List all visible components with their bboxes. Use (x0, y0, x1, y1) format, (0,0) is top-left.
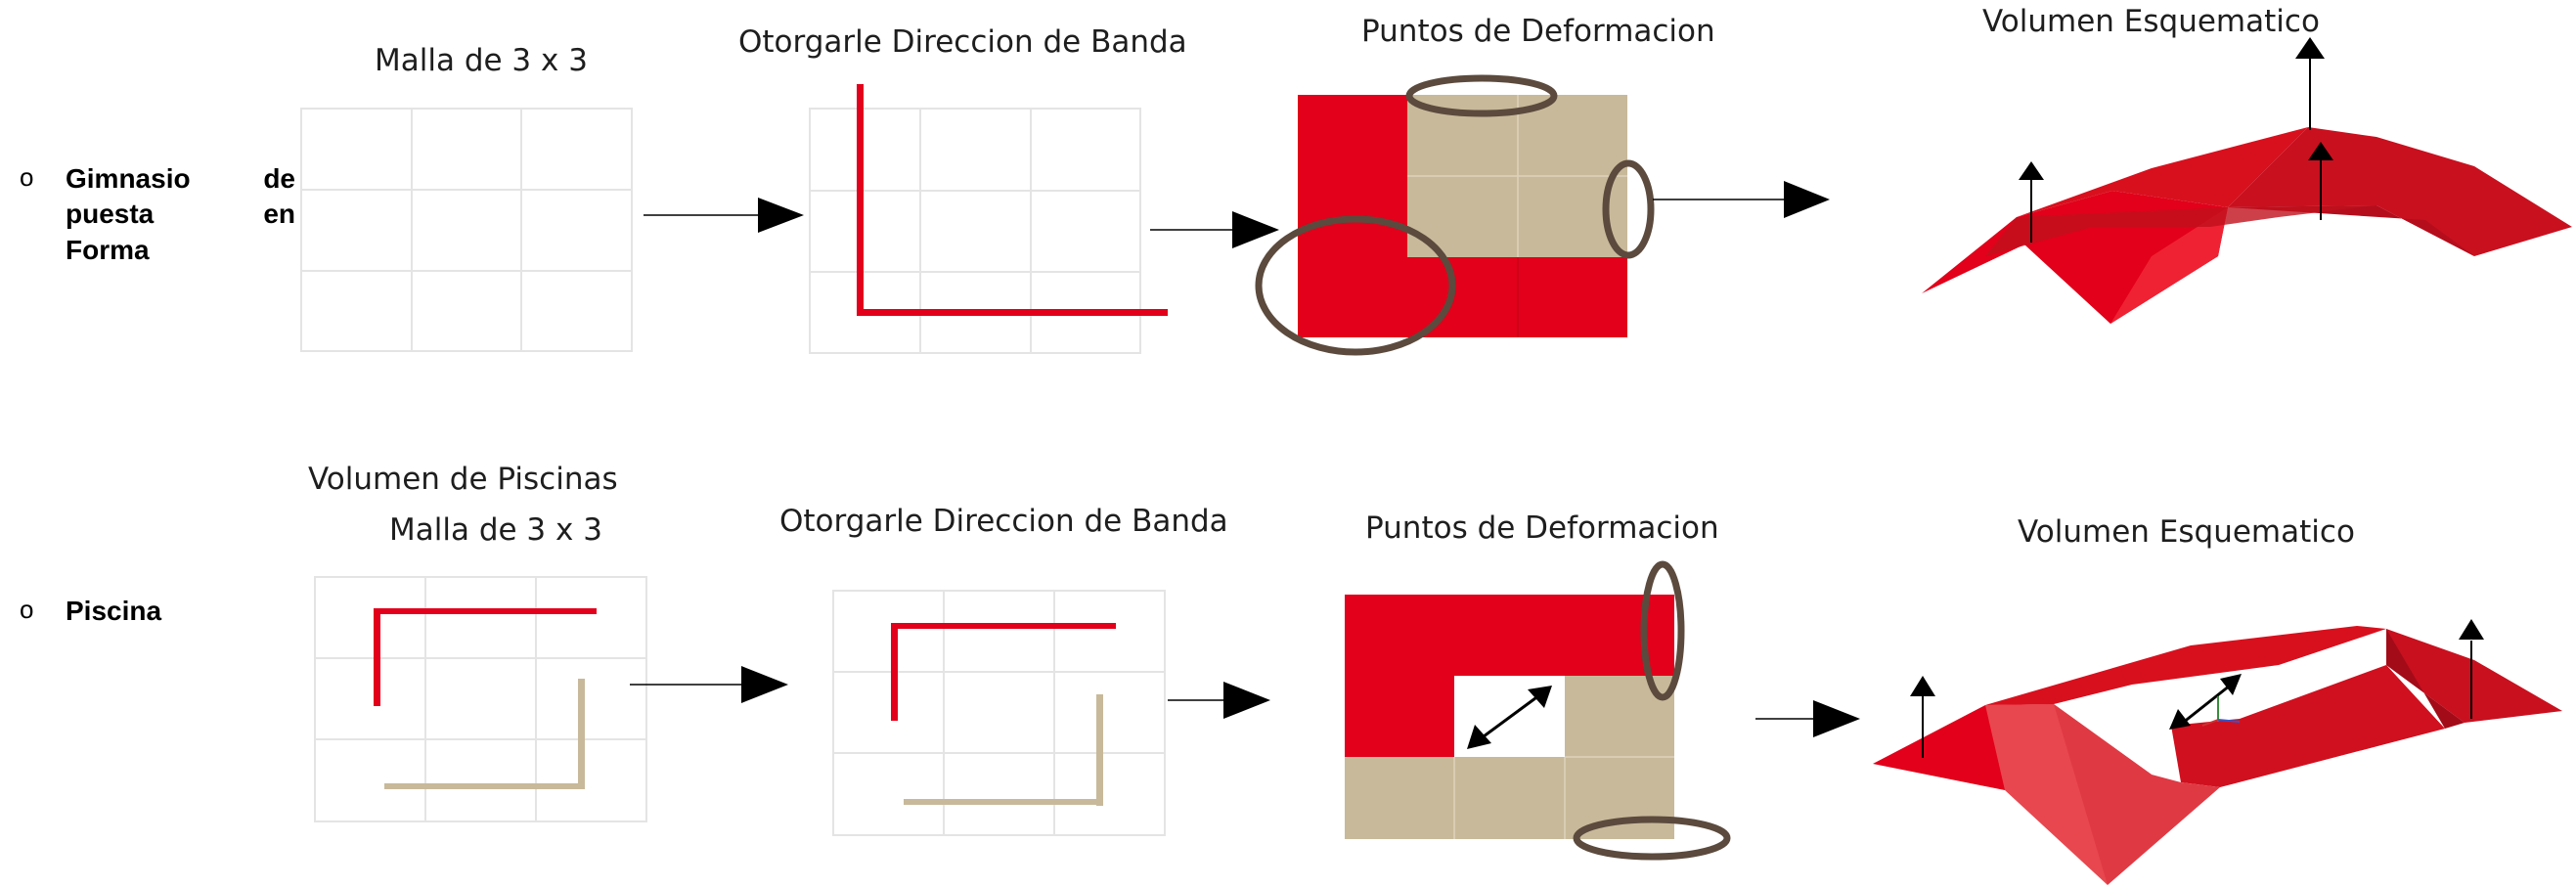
pool-grid (314, 576, 647, 822)
vertical-arrow (1922, 641, 2472, 758)
row-label-word: Gimnasio (66, 163, 191, 194)
caption-pool-volume: Volumen de Piscinas (308, 462, 618, 497)
step-title-deformation: Puntos de Deformacion (1361, 14, 1715, 49)
flow-arrow (1150, 211, 1279, 248)
vertical-arrow (2030, 54, 2322, 243)
row-label-word: de (263, 163, 295, 194)
schematic-volume-pool (1873, 626, 2562, 885)
band-direction-line (857, 84, 1168, 316)
deformation-ring (1573, 560, 1731, 861)
step-title-band: Otorgarle Direccion de Banda (779, 504, 1228, 539)
vertical-arrow-head (2019, 37, 2333, 180)
step-title-grid: Malla de 3 x 3 (375, 43, 588, 78)
bullet-symbol: o (20, 595, 34, 624)
flow-arrow (1168, 682, 1270, 719)
band-direction-red (891, 623, 1116, 721)
row-label-word: en (263, 199, 295, 230)
vertical-arrow-head (1910, 619, 2484, 696)
flow-arrow (644, 198, 804, 233)
row-label-word: Piscina (66, 596, 162, 626)
flow-arrow (1755, 700, 1860, 737)
pool-band-red (374, 608, 597, 706)
step-title-volume: Volumen Esquematico (1982, 4, 2320, 39)
double-arrow (1467, 686, 1552, 749)
band-direction-beige (904, 694, 1103, 806)
schematic-volume-roof (1922, 127, 2572, 324)
double-arrow (2169, 674, 2242, 730)
flow-arrow (630, 666, 788, 703)
row-label-word: Forma (66, 234, 150, 265)
row-label-word: puesta (66, 199, 155, 230)
band-grid (832, 590, 1166, 836)
step-title-band: Otorgarle Direccion de Banda (738, 24, 1187, 60)
step-title-volume: Volumen Esquematico (2018, 514, 2355, 550)
grid-3x3 (300, 108, 633, 352)
flow-arrow (1653, 181, 1830, 218)
pool-band-beige (384, 679, 585, 789)
axis-gizmo (2201, 696, 2241, 727)
deformation-ring (1255, 74, 1655, 356)
step-title-deformation: Puntos de Deformacion (1365, 510, 1719, 546)
bullet-symbol: o (20, 162, 34, 192)
step-title-grid: Malla de 3 x 3 (389, 512, 602, 548)
